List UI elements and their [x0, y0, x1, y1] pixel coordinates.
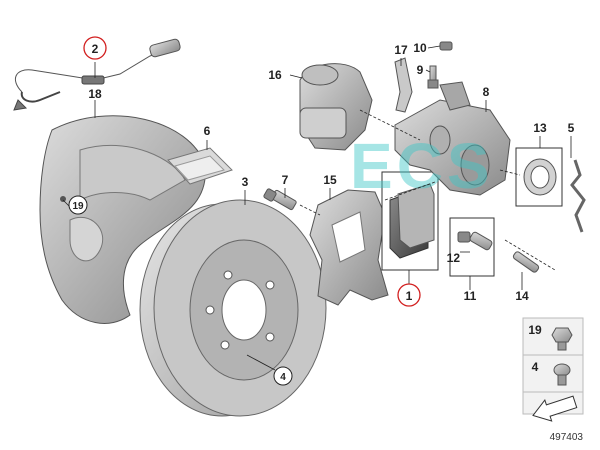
bleed-valve-cap [439, 41, 453, 51]
callout-16: 16 [268, 68, 282, 82]
callout-5: 5 [568, 121, 575, 135]
guide-pin [512, 251, 540, 273]
document-number: 497403 [550, 432, 584, 443]
bolt-19-icon [551, 327, 573, 351]
callout-1: 1 [406, 289, 413, 303]
anti-rattle-spring [570, 159, 586, 233]
callout-circle-19 [68, 195, 88, 215]
brake-disc [139, 199, 327, 417]
fastener-legend: 19 4 [522, 317, 584, 422]
caliper-repair-kit [515, 147, 563, 207]
guide-bolt-kit [449, 217, 495, 277]
callout-3: 3 [242, 175, 249, 189]
arrow-icon [532, 395, 578, 422]
callout-15: 15 [323, 173, 337, 187]
legend-item-4: 4 [532, 360, 539, 374]
highlight-circle-1 [397, 283, 421, 307]
callout-2: 2 [92, 42, 99, 56]
brake-dust-shield [39, 115, 206, 324]
callout-17: 17 [394, 43, 408, 57]
wear-sensor [13, 38, 181, 111]
shim-plate [167, 147, 233, 185]
parking-brake-actuator [299, 63, 373, 151]
assembly-dashed-lines [299, 109, 556, 271]
cable-bracket [394, 57, 413, 113]
highlight-circle-2 [83, 36, 107, 60]
callout-8: 8 [483, 85, 490, 99]
guide-bolt [263, 188, 297, 211]
callout-12: 12 [447, 251, 461, 265]
legend-item-19: 19 [528, 323, 542, 337]
callout-7: 7 [282, 173, 289, 187]
callout-6: 6 [204, 124, 211, 138]
callout-13: 13 [533, 121, 547, 135]
callout-circle-4 [273, 366, 293, 386]
callout-4: 4 [280, 372, 286, 383]
leader-lines [62, 45, 572, 371]
svg-text:ECS: ECS [350, 130, 494, 202]
callout-19: 19 [72, 201, 84, 212]
callout-9: 9 [417, 63, 424, 77]
brake-caliper [394, 81, 511, 196]
callout-10: 10 [413, 41, 427, 55]
watermark: ECS [350, 130, 494, 202]
bleed-valve [427, 65, 439, 89]
callout-14: 14 [515, 289, 529, 303]
callout-18: 18 [88, 87, 102, 101]
bolt-4-icon [553, 363, 571, 386]
callout-11: 11 [464, 289, 477, 303]
caliper-carrier [309, 189, 389, 306]
